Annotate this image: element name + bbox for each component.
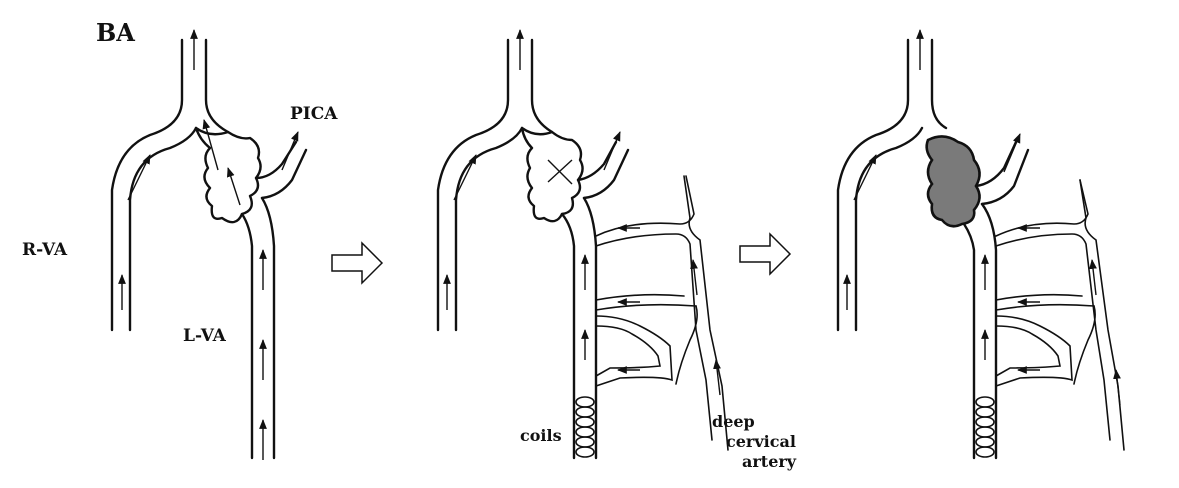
thrombosed-aneurysm <box>925 135 981 228</box>
panel-before <box>110 29 308 460</box>
panel-thrombosed <box>836 29 1125 460</box>
label-cervical: cervical <box>726 432 796 451</box>
panel-after-coiling <box>436 29 729 460</box>
label-pica: PICA <box>290 104 338 124</box>
label-l-va: L-VA <box>183 326 226 346</box>
coils-mark-2 <box>975 396 995 458</box>
transition-arrow-1 <box>331 241 384 285</box>
transition-arrow-2 <box>739 232 792 276</box>
label-coils: coils <box>520 426 562 445</box>
label-r-va: R-VA <box>22 240 68 260</box>
label-artery: artery <box>742 452 797 471</box>
coils-mark <box>575 396 595 458</box>
label-ba: BA <box>96 18 135 47</box>
label-deep: deep <box>712 412 755 431</box>
